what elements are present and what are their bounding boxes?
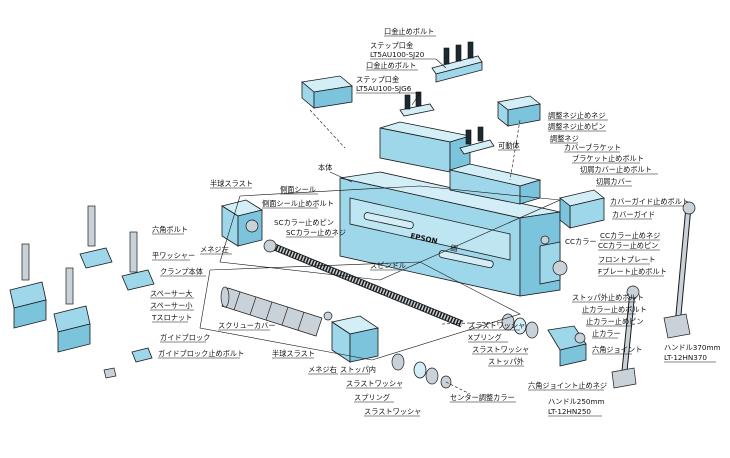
- label-f-plate-bolt: Fプレート止めボルト: [598, 267, 667, 276]
- female-screw-left: [220, 199, 264, 247]
- label-collar-bolt: 止カラー止めボルト: [582, 305, 647, 314]
- label-model-b: LT5AU100-SJG6: [356, 84, 412, 93]
- label-hankyu-thrust-b: 半球スラスト: [272, 349, 315, 358]
- clamp-assembly: [9, 205, 155, 353]
- label-clamp-hontai: クランプ本体: [160, 267, 203, 276]
- label-kuchigane-bolt-a: 口金止めボルト: [384, 27, 434, 36]
- stopper-outer: [547, 325, 587, 367]
- label-chousei-neji: 調整ネジ: [550, 134, 579, 143]
- step-jaw-b: [497, 95, 541, 127]
- label-handle-250: ハンドル250mm: [548, 397, 604, 406]
- label-chousei-pin: 調整ネジ止めピン: [548, 122, 606, 131]
- label-step-kuchigane-b: ステップ口金: [356, 75, 399, 84]
- jaw-bolts-b: [399, 91, 495, 155]
- label-spacer-dai: スペーサー大: [150, 289, 192, 298]
- label-meneji-right: メネジ右: [308, 365, 337, 374]
- label-hira-washer: 平ワッシャー: [152, 251, 195, 260]
- label-cc-collar-neji: CCカラー止めネジ: [600, 231, 660, 240]
- label-guide-block: ガイドブロック: [160, 333, 210, 342]
- label-thrust-washer-a: スラストワッシャ: [346, 379, 403, 388]
- handle-250: [611, 285, 640, 389]
- label-handle-370: ハンドル370mm: [664, 343, 720, 352]
- label-hontai: 本体: [318, 163, 332, 172]
- label-stopper-inner: ストッパ内: [340, 365, 376, 374]
- label-spring-a: スプリング: [354, 393, 390, 402]
- label-spindle: スピンドル: [370, 261, 406, 270]
- label-handle-370-model: LT-12HN370: [664, 353, 707, 362]
- label-kiriko-cover: 切屑カバー: [596, 177, 632, 186]
- label-cc-collar-pin: CCカラー止めピン: [598, 241, 658, 250]
- label-handle-250-model: LT-12HN250: [548, 407, 591, 416]
- label-sokumen-seal: 側面シール: [280, 185, 316, 194]
- jaw-bolts-a: [431, 41, 483, 83]
- washer-stack-lower: [391, 353, 452, 389]
- plate-mark: 固: [450, 243, 459, 253]
- label-kiriko-cover-bolt: 切屑カバー止めボルト: [580, 165, 652, 174]
- chip-cover: [559, 189, 605, 229]
- group-outline-upper: [219, 185, 562, 281]
- step-jaw-a: [301, 75, 353, 109]
- label-cover-guide: カバーガイド: [612, 210, 655, 219]
- group-outline-lower: [199, 261, 521, 361]
- label-hankyu-thrust-a: 半球スラスト: [210, 179, 253, 188]
- label-t-slot-nut: Tスロナット: [151, 313, 192, 322]
- label-thrust-washer-c: スラストワッシャ: [468, 321, 525, 330]
- label-stopper-outer-bolt: ストッパ外止めボルト: [572, 293, 644, 302]
- screw-cover: [220, 286, 323, 337]
- label-thrust-washer-b: スラストワッシャ: [364, 407, 421, 416]
- movable-body: [379, 121, 542, 205]
- label-x-spring: Xプリング: [468, 333, 502, 342]
- label-cover-guide-bolt: カバーガイド止めボルト: [610, 197, 689, 206]
- label-collar: 止カラー: [592, 329, 621, 338]
- female-screw-right: [323, 311, 380, 363]
- label-guide-block-bolt: ガイドブロック止めボルト: [158, 349, 244, 358]
- label-rokkaku-bolt: 六角ボルト: [152, 225, 188, 234]
- guide-block: [103, 347, 153, 379]
- label-model-a: LT5AU100-SJ20: [370, 50, 425, 59]
- label-kadoutai: 可動体: [498, 141, 520, 150]
- label-chousei-bolt: 調整ネジ止めネジ: [548, 111, 606, 120]
- label-step-kuchigane-a: ステップ口金: [370, 41, 413, 50]
- label-collar-pin: 止カラー止めピン: [586, 317, 644, 326]
- label-thrust-washer-d: スラストワッシャ: [472, 345, 529, 354]
- label-bracket-bolt: ブラケット止めボルト: [572, 154, 644, 163]
- label-rokkaku-joint-neji: 六角ジョイント止めネジ: [528, 381, 607, 390]
- handle-370: [663, 201, 696, 339]
- spindle: [263, 239, 464, 328]
- label-sc-collar-neji: SCカラー止めネジ: [286, 228, 346, 237]
- label-front-plate: フロントプレート: [598, 255, 656, 264]
- label-cover-bracket: カバーブラケット: [564, 143, 621, 152]
- label-screw-cover: スクリューカバー: [218, 321, 276, 330]
- front-plate: [539, 235, 568, 285]
- label-spacer-shou: スペーサー小: [150, 301, 192, 310]
- label-stopper-outer-a: ストッパ外: [488, 357, 524, 366]
- label-center-collar: センター調整カラー: [450, 393, 515, 402]
- label-meneji-left-a: メネジ左: [200, 245, 229, 254]
- label-kuchigane-bolt-b: 口金止めボルト: [366, 61, 416, 70]
- label-seal-bolt: 側面シール止めボルト: [262, 199, 334, 208]
- label-group: 口金止めボルト ステップ口金 LT5AU100-SJ20 口金止めボルト ステッ…: [150, 27, 720, 417]
- label-cc-collar: CCカラー: [565, 237, 597, 246]
- label-sc-collar: SCカラー止めピン: [274, 218, 334, 227]
- label-rokkaku-joint: 六角ジョイント: [592, 345, 642, 354]
